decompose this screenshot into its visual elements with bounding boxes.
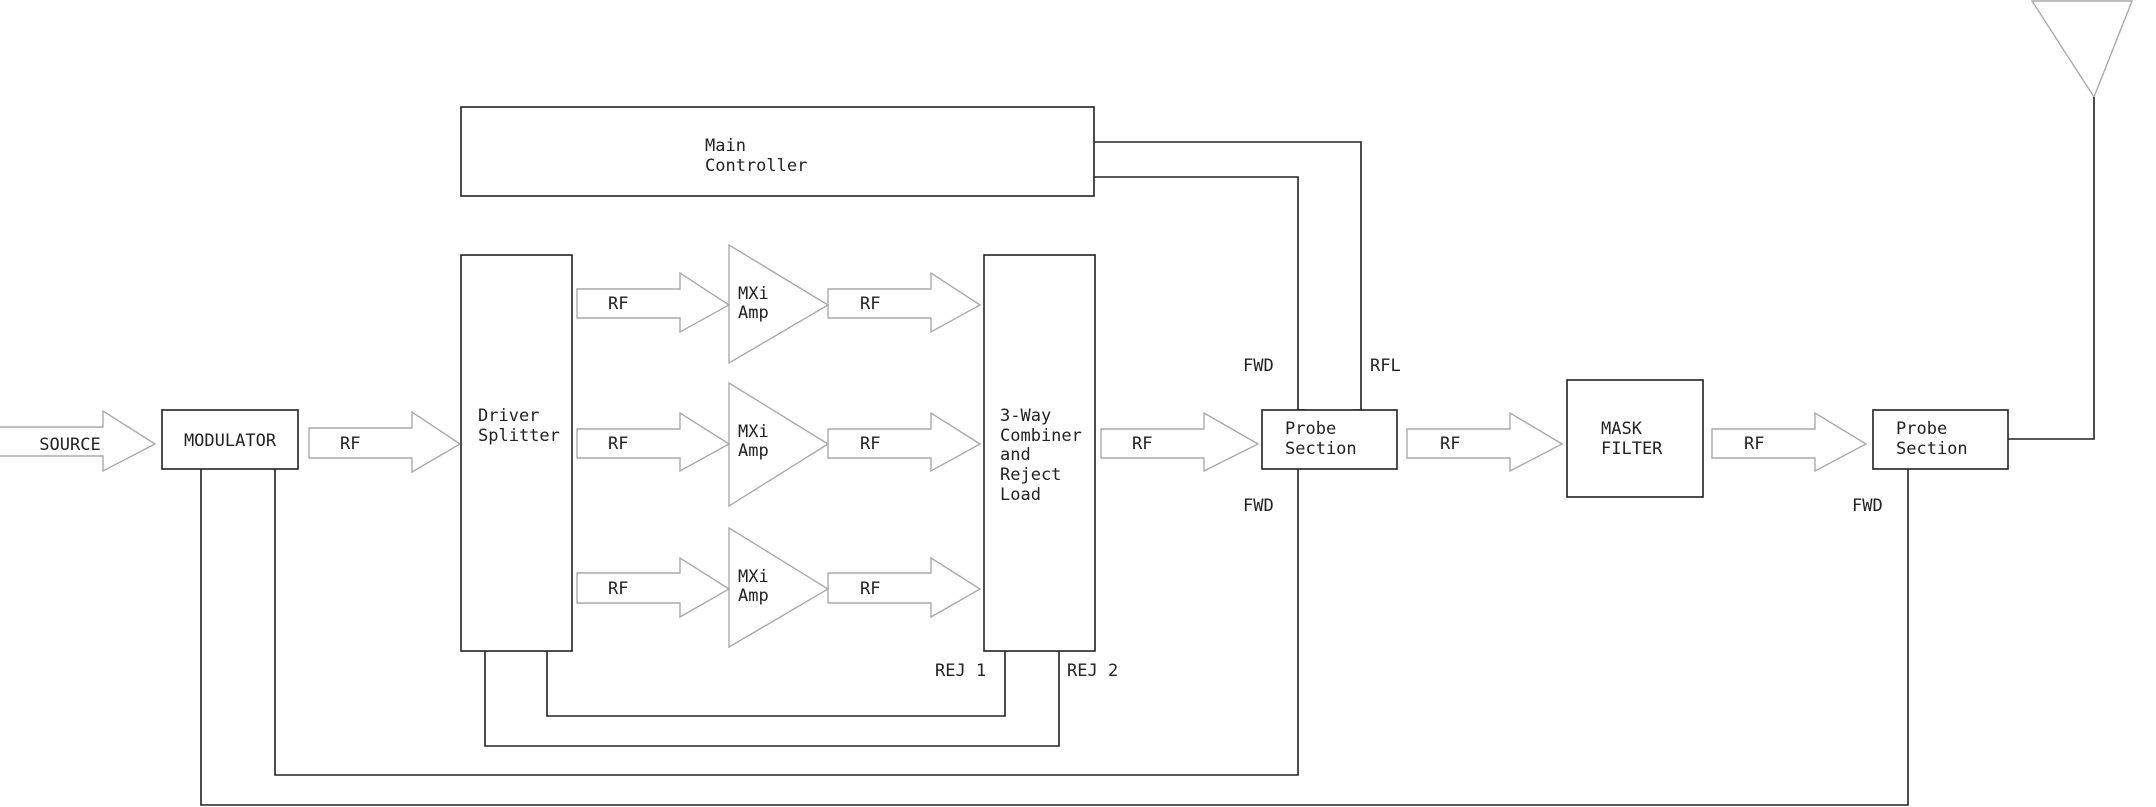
rf-arrow-amp1-to-combiner	[828, 273, 980, 332]
rf-label-amp3-to-combiner: RF	[860, 579, 880, 599]
driver-splitter-label-line1: Driver	[478, 406, 539, 426]
main-controller-block	[461, 107, 1094, 196]
rf-arrow-amp3-to-combiner	[828, 558, 980, 617]
driver-splitter-block	[461, 255, 572, 651]
amp3-label-line2: Amp	[738, 586, 769, 606]
probe2-label-line1: Probe	[1896, 419, 1947, 439]
rf-arrow-splitter-to-amp1	[577, 273, 729, 332]
combiner-label-line1: 3-Way	[1000, 406, 1051, 426]
rf-label-combiner-to-probe1: RF	[1132, 434, 1152, 454]
probe1-label-line1: Probe	[1285, 419, 1336, 439]
fwd-bottom-label: FWD	[1243, 496, 1274, 516]
rej1-label: REJ 1	[935, 661, 986, 681]
mask-filter-label-line1: MASK	[1601, 419, 1643, 439]
rf-arrow-splitter-to-amp2	[577, 413, 729, 471]
rf-label-modulator-to-splitter: RF	[340, 434, 360, 454]
main-controller-label-line1: Main	[705, 136, 746, 156]
combiner-label-line4: Reject	[1000, 465, 1061, 485]
combiner-label-line2: Combiner	[1000, 426, 1082, 446]
rf-label-amp2-to-combiner: RF	[860, 434, 880, 454]
amp3-label-line1: MXi	[738, 567, 769, 587]
antenna-feed-line	[2008, 97, 2094, 439]
probe1-label-line2: Section	[1285, 439, 1357, 459]
rf-label-mask-to-probe2: RF	[1744, 434, 1764, 454]
rf-arrow-probe1-to-mask	[1407, 413, 1562, 471]
rf-arrow-modulator-to-splitter	[309, 412, 460, 472]
amp2-label-line1: MXi	[738, 422, 769, 442]
rf-label-splitter-to-amp1: RF	[608, 294, 628, 314]
antenna-icon	[2032, 1, 2132, 97]
mask-filter-label-line2: FILTER	[1601, 439, 1663, 459]
amp1-label-line1: MXi	[738, 284, 769, 304]
combiner-label-line3: and	[1000, 445, 1031, 465]
rf-arrow-amp2-to-combiner	[828, 413, 980, 471]
controller-to-probe1-rfl-line	[1083, 142, 1361, 410]
driver-splitter-label-line2: Splitter	[478, 426, 560, 446]
amp1-label-line2: Amp	[738, 303, 769, 323]
rf-label-splitter-to-amp3: RF	[608, 579, 628, 599]
amp2-label-line2: Amp	[738, 441, 769, 461]
rej2-line	[485, 638, 1059, 746]
fwd-probe2-label: FWD	[1852, 496, 1883, 516]
rf-arrow-mask-to-probe2	[1712, 413, 1866, 471]
source-label: SOURCE	[39, 435, 100, 455]
probe2-label-line2: Section	[1896, 439, 1968, 459]
fwd-top-label: FWD	[1243, 356, 1274, 376]
rf-label-probe1-to-mask: RF	[1440, 434, 1460, 454]
rf-arrow-splitter-to-amp3	[577, 558, 729, 617]
main-controller-label-line2: Controller	[705, 156, 807, 176]
modulator-label: MODULATOR	[184, 431, 277, 451]
rf-label-splitter-to-amp2: RF	[608, 434, 628, 454]
probe1-fwd-to-modulator-line	[275, 467, 1298, 775]
rf-arrow-combiner-to-probe1	[1101, 413, 1258, 471]
rfl-label: RFL	[1370, 356, 1401, 376]
rej2-label: REJ 2	[1067, 661, 1118, 681]
combiner-label-line5: Load	[1000, 485, 1041, 505]
rf-label-amp1-to-combiner: RF	[860, 294, 880, 314]
